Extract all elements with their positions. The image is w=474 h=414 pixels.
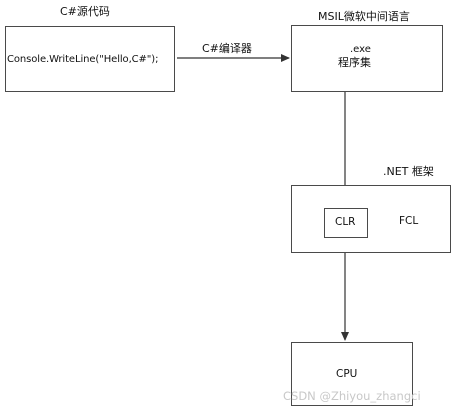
cpu-text: CPU	[336, 368, 358, 380]
cpu-box: CPU	[291, 342, 413, 406]
compiler-label: C#编译器	[202, 42, 252, 55]
source-code-label: C#源代码	[60, 5, 110, 18]
clr-box: CLR	[324, 208, 368, 238]
fcl-text: FCL	[399, 215, 419, 227]
watermark-text: CSDN @Zhiyou_zhangci	[283, 389, 421, 403]
msil-box: .exe 程序集	[291, 25, 443, 92]
clr-text: CLR	[335, 216, 356, 228]
source-code-text: Console.WriteLine("Hello,C#");	[7, 54, 159, 65]
msil-assembly-text: 程序集	[338, 56, 371, 69]
net-framework-box: CLR FCL	[291, 185, 451, 253]
net-framework-label: .NET 框架	[383, 165, 434, 178]
msil-label: MSIL微软中间语言	[318, 10, 410, 23]
source-code-box: Console.WriteLine("Hello,C#");	[5, 26, 175, 92]
msil-exe-text: .exe	[350, 44, 371, 55]
